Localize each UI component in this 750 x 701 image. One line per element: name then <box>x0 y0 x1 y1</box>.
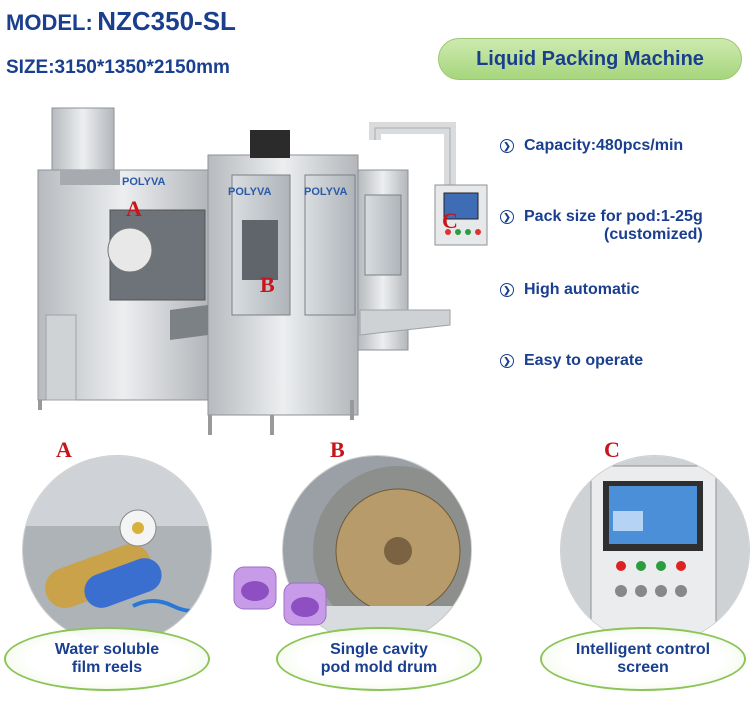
feature-text: Pack size for pod:1-25g <box>524 208 703 225</box>
model-line: MODEL: NZC350-SL <box>6 6 236 37</box>
svg-text:POLYVA: POLYVA <box>228 186 271 198</box>
caption-control-screen: Intelligent control screen <box>540 627 746 691</box>
detail-letter-b: B <box>330 437 345 462</box>
model-value: NZC350-SL <box>97 6 236 36</box>
chevron-right-circle-icon: ❯ <box>500 283 514 297</box>
caption-text: Intelligent control screen <box>575 641 711 676</box>
pod-image <box>233 566 327 626</box>
caption-mold-drum: Single cavity pod mold drum <box>276 627 482 691</box>
detail-letter-a: A <box>56 437 72 462</box>
control-screen-image <box>561 456 749 644</box>
feature-text-secondary: (customized) <box>604 226 703 243</box>
product-title-badge: Liquid Packing Machine <box>438 38 742 80</box>
model-label: MODEL: <box>6 10 93 35</box>
chevron-right-circle-icon: ❯ <box>500 210 514 224</box>
feature-operate: ❯ Easy to operate <box>500 352 643 370</box>
feature-capacity: ❯ Capacity:480pcs/min <box>500 137 683 155</box>
detail-letter-c: C <box>604 437 620 462</box>
product-title: Liquid Packing Machine <box>476 47 704 70</box>
feature-text: Capacity:480pcs/min <box>524 137 684 154</box>
caption-film-reels: Water soluble film reels <box>4 627 210 691</box>
callout-b: B <box>260 272 275 297</box>
chevron-right-circle-icon: ❯ <box>500 139 514 153</box>
caption-text: Single cavity pod mold drum <box>320 641 438 676</box>
callout-c: C <box>442 208 458 233</box>
callout-a: A <box>126 196 142 221</box>
chevron-right-circle-icon: ❯ <box>500 354 514 368</box>
detail-film-reels <box>22 455 212 645</box>
feature-text: Easy to operate <box>524 352 644 369</box>
feature-text: High automatic <box>524 281 640 298</box>
detail-control-screen <box>560 455 750 645</box>
feature-pack-size: ❯ Pack size for pod:1-25g (customized) <box>500 208 703 244</box>
brand-logo: POLYVA <box>122 176 165 188</box>
size-text: SIZE:3150*1350*2150mm <box>6 57 230 78</box>
machine-drawing: POLYVA POLYVA POLYVA <box>37 107 488 435</box>
machine-illustration: POLYVA POLYVA POLYVA A B C <box>30 100 490 445</box>
film-reel-image <box>23 456 211 644</box>
caption-text: Water soluble film reels <box>54 641 160 676</box>
svg-text:POLYVA: POLYVA <box>304 186 347 198</box>
feature-automatic: ❯ High automatic <box>500 281 640 299</box>
